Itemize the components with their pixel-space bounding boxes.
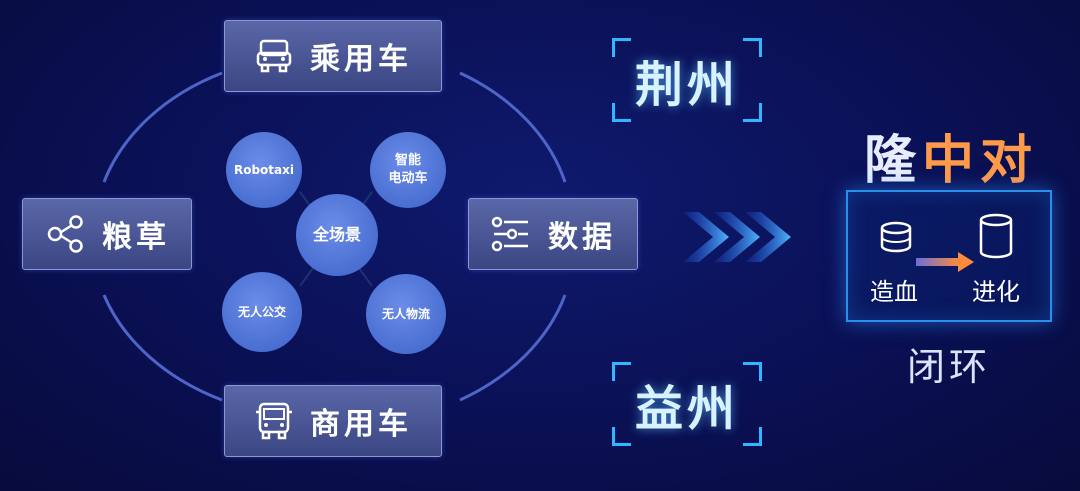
list-icon (491, 216, 528, 252)
scenario-smart-ev: 智能 电动车 (370, 132, 446, 208)
database-large-icon (979, 213, 1013, 259)
loop-bottom-label: 闭环 (906, 345, 991, 389)
category-supplies: 粮草 (22, 198, 192, 270)
loop-graphics (880, 213, 1013, 272)
scenario-robotaxi: Robotaxi (226, 132, 302, 208)
arc-top-left (102, 71, 223, 183)
city-jingzhou: 荆州 (612, 38, 762, 122)
category-data: 数据 (468, 198, 638, 270)
bus-icon (256, 402, 292, 440)
scenario-center: 全场景 (296, 194, 378, 276)
scenario-unmanned-bus: 无人公交 (222, 272, 302, 352)
category-commercial-vehicle: 商用车 (224, 385, 442, 457)
car-icon (256, 39, 292, 73)
chevron-arrows-icon (683, 212, 791, 262)
city-yizhou: 益州 (612, 362, 762, 446)
city-label: 荆州 (634, 57, 739, 113)
title-longzhong: 隆中对 (846, 118, 1056, 193)
category-label: 数据 (548, 220, 616, 255)
category-label: 乘用车 (310, 42, 412, 77)
database-small-icon (880, 221, 912, 253)
title-part2: 中对 (922, 131, 1039, 191)
loop-right-label: 进化 (972, 278, 1020, 306)
arc-top-right (459, 71, 567, 183)
share-icon (47, 215, 83, 253)
loop-panel: 造血 进化 (846, 190, 1052, 322)
title-part1: 隆 (863, 131, 922, 191)
loop-left-label: 造血 (870, 278, 918, 306)
arc-bottom-right (459, 294, 567, 402)
city-label: 益州 (634, 381, 739, 437)
category-passenger-car: 乘用车 (224, 20, 442, 92)
arrow-right-icon (916, 252, 974, 272)
arc-bottom-left (102, 294, 223, 402)
category-label: 粮草 (102, 220, 170, 255)
scenario-unmanned-logistics: 无人物流 (366, 274, 446, 354)
category-label: 商用车 (310, 407, 412, 442)
